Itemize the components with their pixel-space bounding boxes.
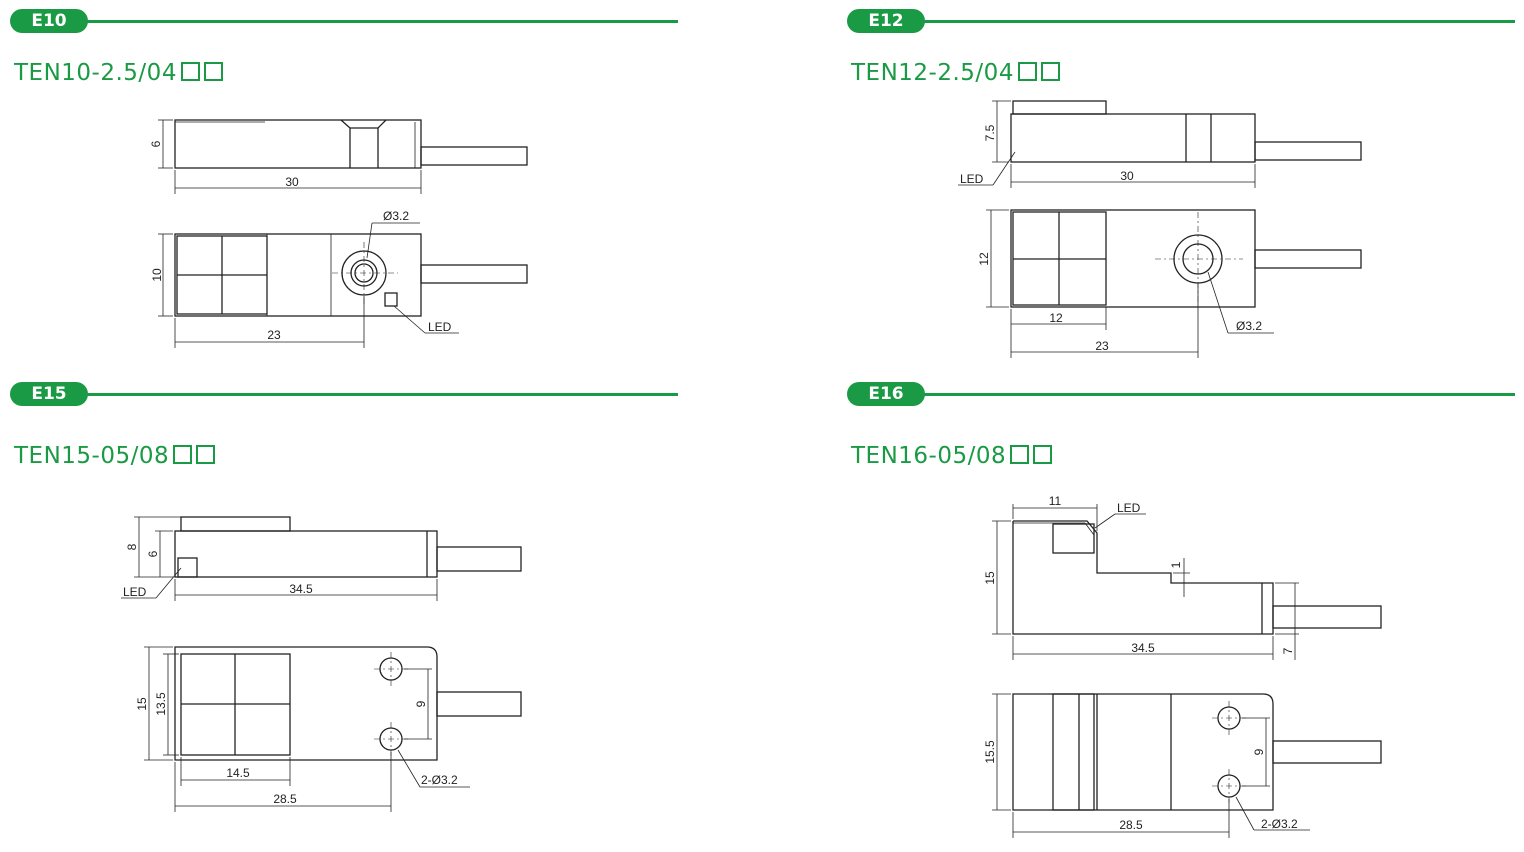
holes-label: 2-Ø3.2 bbox=[1261, 817, 1298, 831]
dim-label: 34.5 bbox=[289, 582, 313, 596]
hole-label: Ø3.2 bbox=[1236, 319, 1262, 333]
dim-label: 23 bbox=[267, 328, 281, 342]
led-label: LED bbox=[428, 320, 452, 334]
e12-side-view: 7.5 LED 30 bbox=[958, 100, 1362, 188]
dim-label: 8 bbox=[125, 543, 139, 550]
placeholder-box-icon bbox=[196, 445, 216, 464]
placeholder-box-icon bbox=[173, 445, 193, 464]
dim-label: 14.5 bbox=[226, 766, 250, 780]
e16-side-view: 11 LED 15 1 7 34.5 bbox=[983, 494, 1382, 660]
dim-label: 11 bbox=[1049, 494, 1062, 508]
dim-label: 34.5 bbox=[1131, 641, 1155, 655]
e10-top-view: Ø3.2 LED 10 23 bbox=[150, 209, 528, 348]
dim-label: 6 bbox=[146, 550, 160, 557]
model-title-e16: TEN16-05/08 bbox=[851, 443, 1053, 469]
model-name: TEN15-05/08 bbox=[14, 443, 170, 469]
placeholder-box-icon bbox=[180, 62, 200, 81]
dim-label: 15.5 bbox=[983, 740, 997, 764]
section-tag: E15 bbox=[10, 382, 88, 406]
e12-top-view: Ø3.2 12 12 23 bbox=[977, 209, 1362, 358]
section-header-e16: E16 bbox=[847, 382, 1517, 406]
e16-top-view: 9 15.5 2-Ø3.2 28.5 bbox=[983, 693, 1382, 838]
dim-label: 7.5 bbox=[983, 124, 997, 141]
model-title-e15: TEN15-05/08 bbox=[14, 443, 216, 469]
section-header-e12: E12 bbox=[847, 9, 1517, 33]
dim-label: 23 bbox=[1095, 339, 1109, 353]
dim-label: 1 bbox=[1169, 561, 1183, 568]
section-divider bbox=[923, 393, 1515, 396]
dim-label: 28.5 bbox=[1119, 818, 1143, 832]
placeholder-box-icon bbox=[1040, 62, 1060, 81]
led-label: LED bbox=[123, 585, 147, 599]
dim-label: 12 bbox=[1049, 311, 1063, 325]
dim-label: 6 bbox=[149, 140, 163, 147]
dim-label: 9 bbox=[1252, 748, 1266, 755]
holes-label: 2-Ø3.2 bbox=[421, 773, 458, 787]
section-header-e10: E10 bbox=[10, 9, 680, 33]
e10-side-view: 6 30 bbox=[149, 119, 528, 194]
e15-top-view: 9 15 13.5 2-Ø3.2 14.5 28.5 bbox=[135, 646, 522, 812]
e15-side-view: 8 6 LED 34.5 bbox=[121, 516, 522, 601]
dim-label: 12 bbox=[977, 252, 991, 266]
section-divider bbox=[86, 20, 678, 23]
section-tag: E12 bbox=[847, 9, 925, 33]
placeholder-box-icon bbox=[1010, 445, 1030, 464]
placeholder-box-icon bbox=[203, 62, 223, 81]
dim-label: 28.5 bbox=[273, 792, 297, 806]
section-tag: E16 bbox=[847, 382, 925, 406]
dim-label: 15 bbox=[983, 571, 997, 585]
led-label: LED bbox=[960, 172, 984, 186]
dim-label: 9 bbox=[414, 700, 428, 707]
section-divider bbox=[86, 393, 678, 396]
model-name: TEN12-2.5/04 bbox=[851, 60, 1014, 86]
placeholder-box-icon bbox=[1017, 62, 1037, 81]
dim-label: 30 bbox=[1120, 169, 1134, 183]
dim-label: 13.5 bbox=[154, 692, 168, 716]
model-name: TEN16-05/08 bbox=[851, 443, 1007, 469]
hole-label: Ø3.2 bbox=[383, 209, 409, 223]
dim-label: 10 bbox=[150, 268, 164, 282]
dim-label: 15 bbox=[135, 697, 149, 711]
section-header-e15: E15 bbox=[10, 382, 680, 406]
model-name: TEN10-2.5/04 bbox=[14, 60, 177, 86]
dim-label: 30 bbox=[285, 175, 299, 189]
placeholder-box-icon bbox=[1033, 445, 1053, 464]
section-divider bbox=[923, 20, 1515, 23]
led-label: LED bbox=[1117, 501, 1141, 515]
section-tag: E10 bbox=[10, 9, 88, 33]
model-title-e12: TEN12-2.5/04 bbox=[851, 60, 1060, 86]
model-title-e10: TEN10-2.5/04 bbox=[14, 60, 223, 86]
dim-label: 7 bbox=[1281, 647, 1295, 654]
